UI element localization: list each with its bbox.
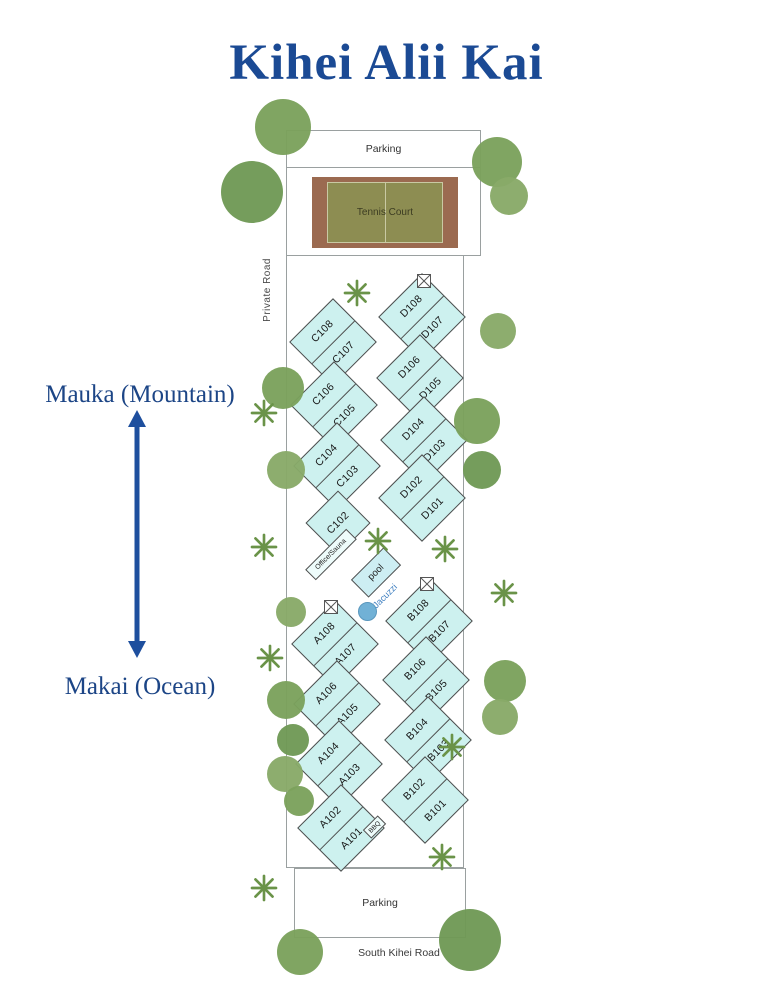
tree <box>490 177 528 215</box>
mauka-makai-arrow-icon <box>128 410 146 658</box>
tree <box>480 313 516 349</box>
palm-tree-icon <box>343 279 371 307</box>
palm-tree-icon <box>431 535 459 563</box>
tree <box>454 398 500 444</box>
tree <box>262 367 304 409</box>
tree <box>482 699 518 735</box>
parking-top-label: Parking <box>287 131 480 168</box>
tennis-court-label: Tennis Court <box>356 207 414 218</box>
tree <box>267 681 305 719</box>
tree <box>277 724 309 756</box>
tree <box>463 451 501 489</box>
top-parking-area: Parking Tennis Court <box>286 130 481 256</box>
palm-tree-icon <box>250 533 278 561</box>
palm-tree-icon <box>256 644 284 672</box>
tennis-court: Tennis Court <box>312 177 458 248</box>
palm-tree-icon <box>250 874 278 902</box>
palm-tree-icon <box>250 399 278 427</box>
tree <box>439 909 501 971</box>
palm-tree-icon <box>490 579 518 607</box>
tree <box>221 161 283 223</box>
tree <box>277 929 323 975</box>
tree <box>284 786 314 816</box>
palm-tree-icon <box>364 527 392 555</box>
crossed-square-marker-icon <box>417 274 431 288</box>
jacuzzi <box>358 602 377 621</box>
tree <box>267 451 305 489</box>
crossed-square-marker-icon <box>324 600 338 614</box>
south-kihei-road-label: South Kihei Road <box>358 947 440 959</box>
page-title: Kihei Alii Kai <box>229 35 544 91</box>
tennis-net-line <box>385 182 386 243</box>
palm-tree-icon <box>428 843 456 871</box>
bottom-parking-area: Parking <box>294 868 466 938</box>
crossed-square-marker-icon <box>420 577 434 591</box>
tree <box>484 660 526 702</box>
palm-tree-icon <box>438 733 466 761</box>
private-road-label: Private Road <box>262 258 273 322</box>
tree <box>255 99 311 155</box>
makai-ocean-label: Makai (Ocean) <box>64 673 216 700</box>
tree <box>276 597 306 627</box>
mauka-mountain-label: Mauka (Mountain) <box>45 381 235 408</box>
